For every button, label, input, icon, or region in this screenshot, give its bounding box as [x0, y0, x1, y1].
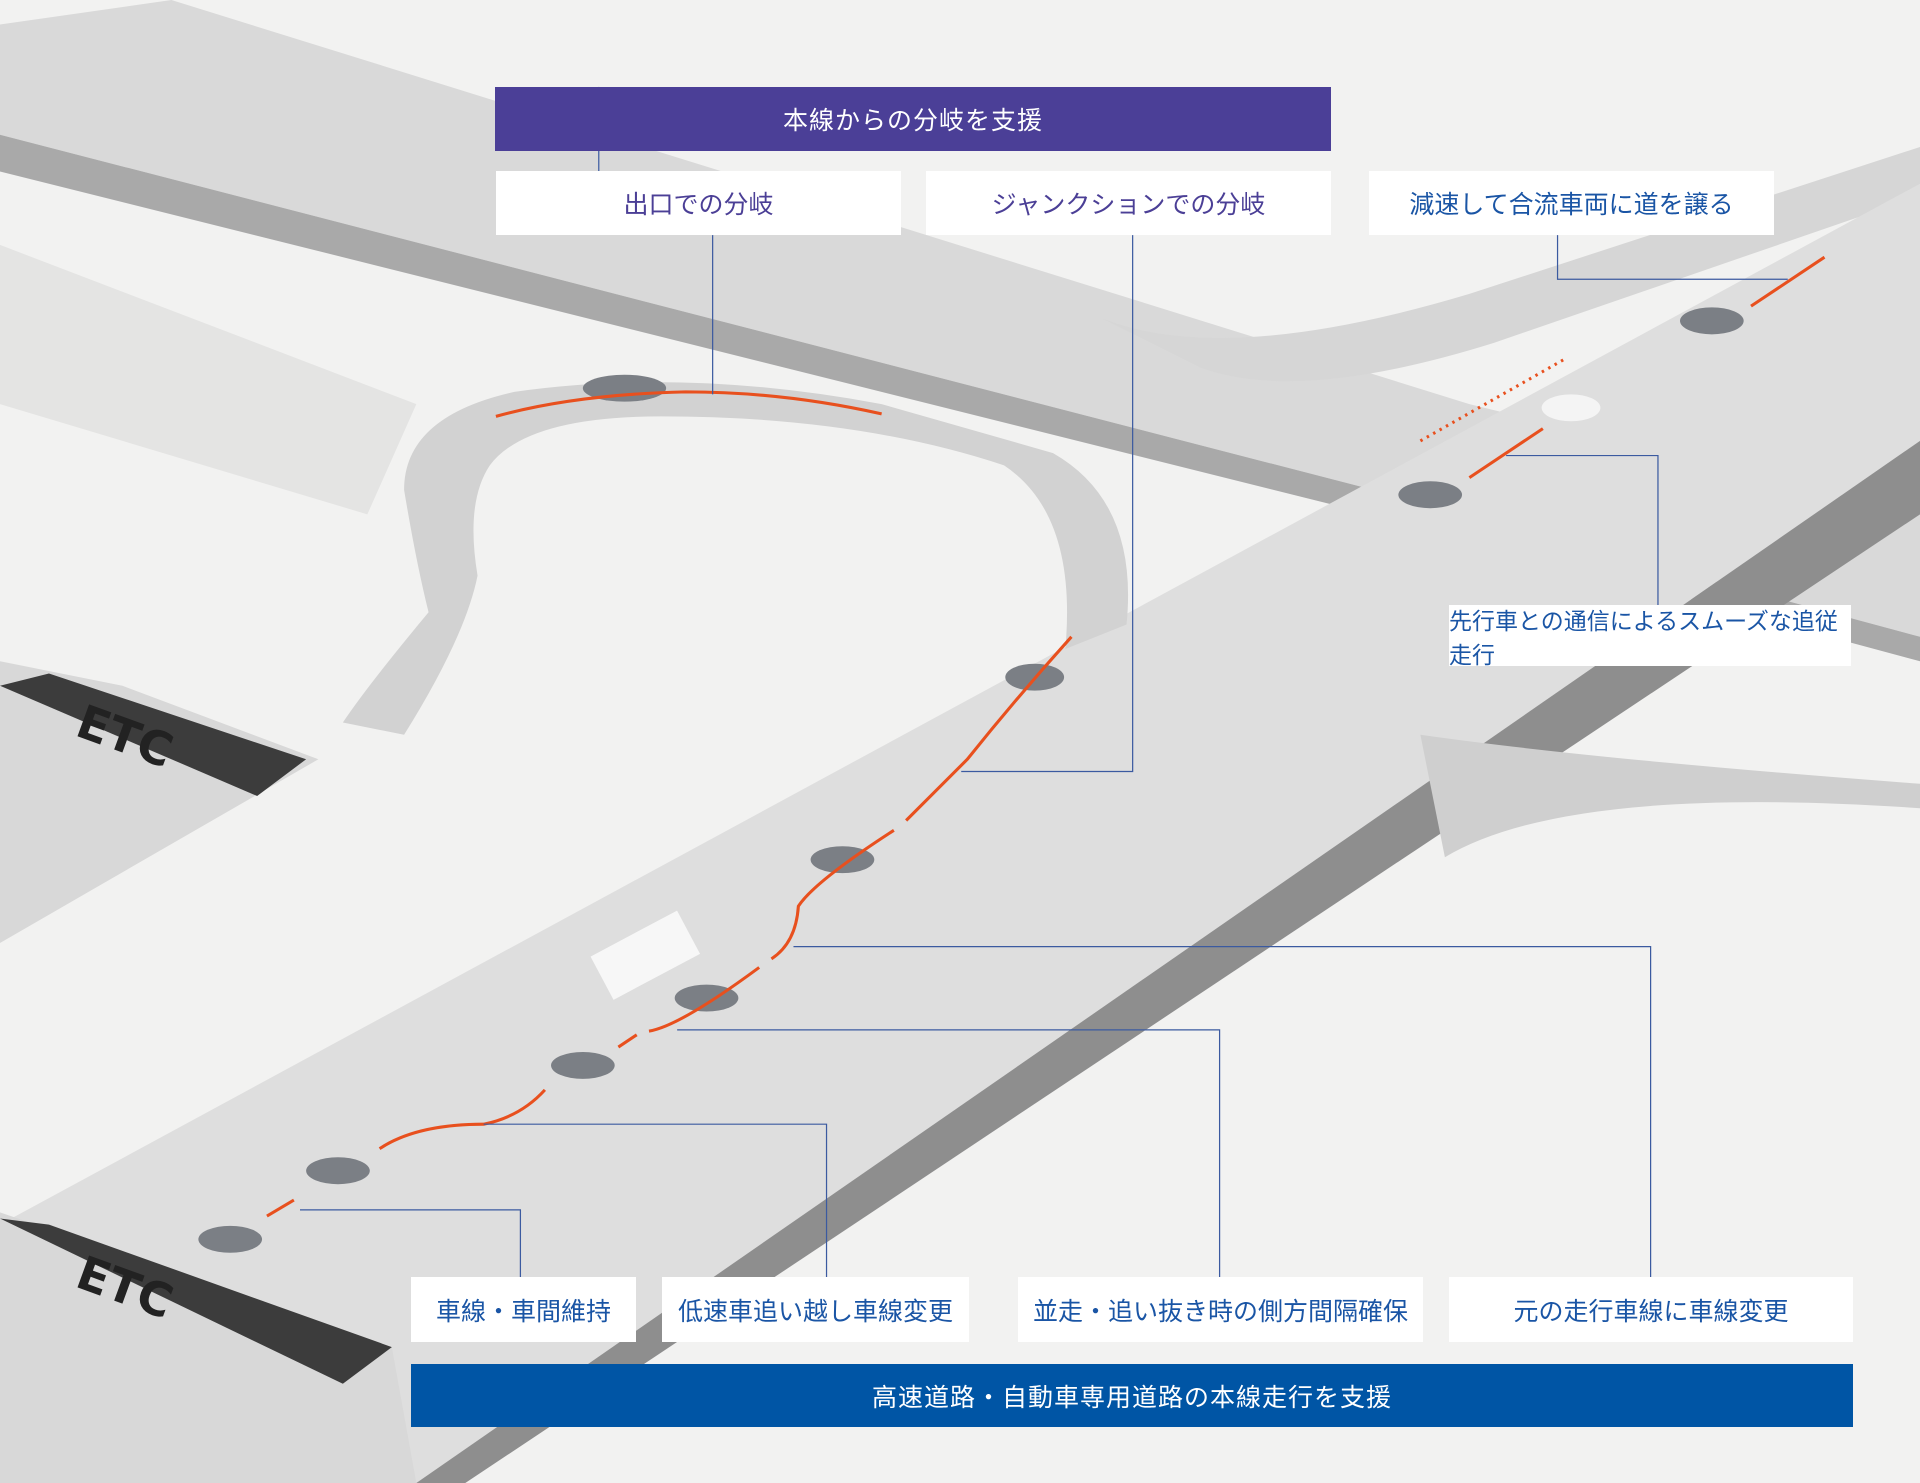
leader-line [300, 1209, 522, 1278]
path-segment [1468, 427, 1544, 479]
path-segment-dotted [1419, 356, 1569, 443]
path-segment [1750, 255, 1826, 308]
path-segment [378, 1088, 547, 1150]
car [1541, 394, 1601, 422]
driving-paths [266, 255, 1826, 1218]
label-lateral-spacing: 並走・追い抜き時の側方間隔確保 [1018, 1277, 1423, 1342]
etc-plaza-upper [0, 661, 319, 943]
etc-canopy-upper [0, 673, 307, 796]
car [551, 1051, 615, 1079]
path-segment [617, 1033, 638, 1049]
etc-canopy-lower [0, 1218, 392, 1384]
car [1398, 481, 1463, 509]
label-exit-branch: 出口での分岐 [496, 171, 901, 235]
car [306, 1157, 370, 1185]
leader-line [793, 946, 1652, 1278]
leader-line [677, 1029, 1221, 1278]
path-segment [905, 635, 1073, 822]
label-junction-branch: ジャンクションでの分岐 [926, 171, 1331, 235]
main-highway [0, 183, 1920, 1483]
car [198, 1225, 263, 1253]
car [1680, 307, 1744, 335]
path-segment [648, 966, 761, 1033]
truck [590, 910, 701, 1000]
label-yield-merge: 減速して合流車両に道を譲る [1369, 171, 1774, 235]
path-segment [266, 1198, 295, 1218]
leader-line [961, 235, 1134, 773]
leader-lines [300, 86, 1788, 1278]
path-segment [495, 390, 882, 418]
overpass-shadow [0, 244, 417, 515]
car [674, 984, 739, 1012]
etc-plaza-lower [0, 1212, 417, 1483]
label-overtake-lane-change: 低速車追い越し車線変更 [662, 1277, 969, 1342]
junction-ramp [1102, 146, 1920, 382]
mainline-support-banner: 高速道路・自動車専用道路の本線走行を支援 [411, 1364, 1853, 1427]
leader-line [1506, 454, 1659, 605]
label-lane-keeping: 車線・車間維持 [411, 1277, 636, 1342]
lower-ramp [1420, 734, 1920, 858]
leader-line [483, 1123, 828, 1278]
leader-line [1556, 235, 1788, 280]
branch-support-banner: 本線からの分岐を支援 [495, 87, 1331, 151]
label-return-lane-change: 元の走行車線に車線変更 [1449, 1277, 1853, 1342]
exit-loop-ramp [342, 382, 1129, 735]
label-follow-lead-vehicle: 先行車との通信によるスムーズな追従走行 [1449, 605, 1851, 669]
path-segment [770, 828, 895, 961]
